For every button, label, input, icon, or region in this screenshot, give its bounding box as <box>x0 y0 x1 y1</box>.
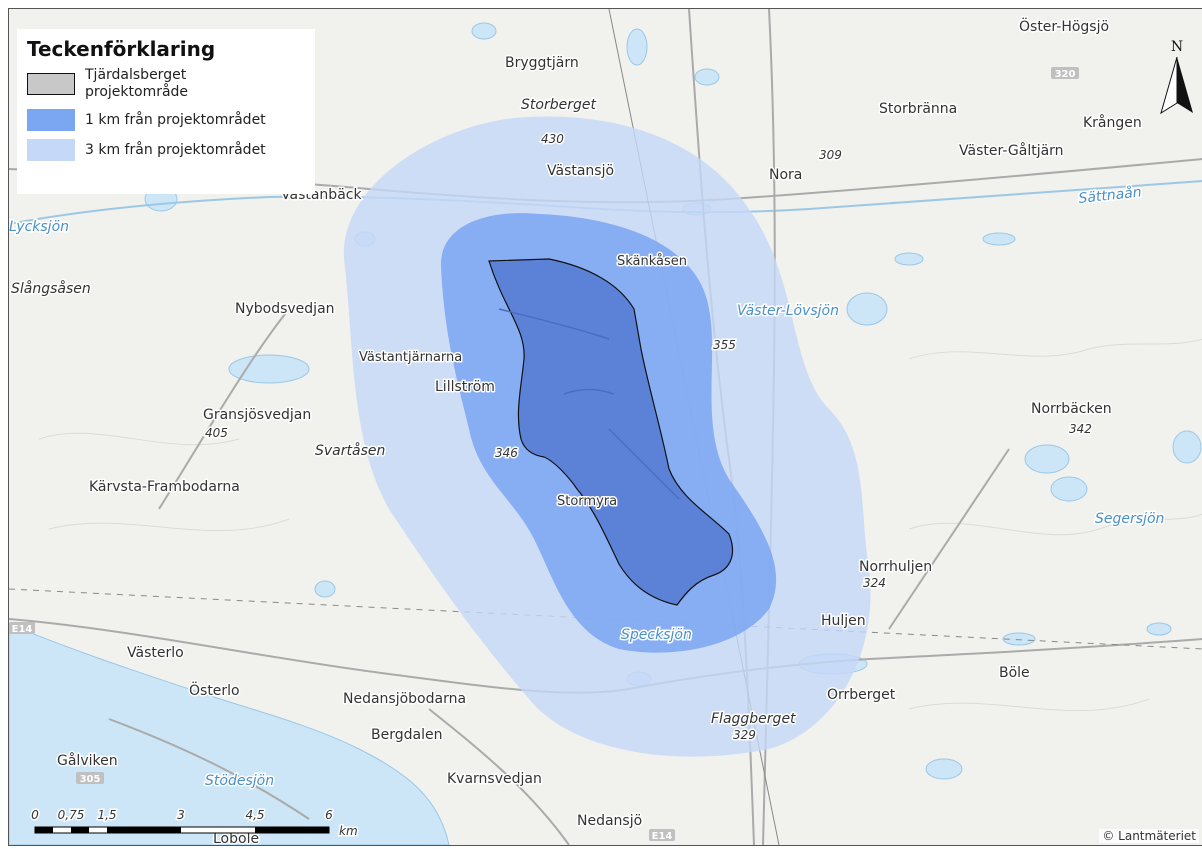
place-gransjosvedjan: Gransjösvedjan <box>203 407 311 423</box>
water-stodesjon: Stödesjön <box>205 773 274 789</box>
svg-text:309: 309 <box>819 148 842 162</box>
legend-swatch-3km <box>27 139 75 161</box>
legend-label-1km: 1 km från projektområdet <box>85 111 266 128</box>
legend-item-3km: 3 km från projektområdet <box>27 139 305 161</box>
place-karvsta: Kärvsta-Frambodarna <box>89 479 240 495</box>
place-bryggtjarn: Bryggtjärn <box>505 55 579 71</box>
place-osterlo: Österlo <box>189 681 240 699</box>
svg-text:4,5: 4,5 <box>245 808 264 822</box>
attribution: © Lantmäteriet <box>1099 829 1199 843</box>
project-area <box>488 258 734 606</box>
place-galviken: Gålviken <box>57 752 118 769</box>
place-slangsasen: Slångsåsen <box>11 280 91 297</box>
place-nora: Nora <box>769 167 802 183</box>
place-labels: Öster-Högsjö Bryggtjärn Storberget Storb… <box>10 16 1144 846</box>
legend-swatch-project-area <box>27 73 75 95</box>
place-nybodsvedjan: Nybodsvedjan <box>235 301 335 317</box>
water-segersjon: Segersjön <box>1095 511 1164 527</box>
place-vastantjarnarna: Västantjärnarna <box>359 350 462 365</box>
svg-text:405: 405 <box>205 426 228 440</box>
svg-text:329: 329 <box>733 728 756 742</box>
map-canvas[interactable]: 320 E14 E14 305 Öster-Högsjö Bryggtjärn … <box>9 9 1202 845</box>
place-norrhuljen: Norrhuljen <box>859 559 932 575</box>
place-krangen: Krången <box>1083 114 1142 131</box>
svg-text:430: 430 <box>541 132 564 146</box>
elevation-labels: 430 309 355 405 346 342 324 329 <box>204 131 1094 744</box>
legend: Teckenförklaring Tjärdalsberget projekto… <box>17 29 315 194</box>
place-oster-hogsjo: Öster-Högsjö <box>1019 17 1109 35</box>
place-orrberget: Orrberget <box>827 687 896 703</box>
place-huljen: Huljen <box>821 613 866 629</box>
place-bergdalen: Bergdalen <box>371 727 442 743</box>
place-skankasen: Skänkåsen <box>617 254 687 269</box>
legend-swatch-1km <box>27 109 75 131</box>
place-vasterlo: Västerlo <box>127 645 184 661</box>
place-nedansjo: Nedansjö <box>577 813 642 829</box>
lake-stodesjon <box>9 623 450 845</box>
water-specksjon: Specksjön <box>621 627 692 643</box>
legend-item-1km: 1 km från projektområdet <box>27 109 305 131</box>
legend-label-project-line2: projektområde <box>85 84 189 100</box>
place-vastansjo: Västansjö <box>547 163 614 179</box>
svg-text:320: 320 <box>1055 69 1076 80</box>
svg-text:N: N <box>1171 39 1183 55</box>
svg-text:355: 355 <box>713 338 736 352</box>
legend-item-project-area: Tjärdalsberget projektområde <box>27 67 305 101</box>
water-vaster-lovsjon: Väster-Lövsjön <box>737 303 839 319</box>
map-frame: 320 E14 E14 305 Öster-Högsjö Bryggtjärn … <box>8 8 1202 846</box>
place-storberget: Storberget <box>521 97 596 113</box>
place-kvarnsvedjan: Kvarnsvedjan <box>447 771 542 787</box>
place-bole: Böle <box>999 665 1030 681</box>
svg-text:305: 305 <box>80 774 101 785</box>
svg-text:346: 346 <box>495 446 518 460</box>
svg-text:3: 3 <box>177 808 185 822</box>
scale-bar: 0 0,75 1,5 3 4,5 6 km <box>30 807 359 840</box>
road-shields: 320 E14 E14 305 <box>9 67 1079 842</box>
place-nedansjobodarna: Nedansjöbodarna <box>343 691 466 707</box>
water-lycksjon: Lycksjön <box>9 219 69 235</box>
legend-title: Teckenförklaring <box>27 37 216 61</box>
legend-label-3km: 3 km från projektområdet <box>85 141 266 158</box>
place-stormyra: Stormyra <box>557 494 617 509</box>
svg-text:km: km <box>339 824 358 838</box>
place-norrbacken: Norrbäcken <box>1031 401 1112 417</box>
svg-text:0,75: 0,75 <box>58 808 85 822</box>
svg-text:0: 0 <box>31 808 39 822</box>
svg-text:1,5: 1,5 <box>97 808 116 822</box>
place-vaster-galtjarn: Väster-Gåltjärn <box>959 142 1064 159</box>
svg-text:E14: E14 <box>12 624 33 635</box>
north-arrow-icon: N <box>1160 39 1193 115</box>
streams <box>498 308 680 500</box>
place-flaggberget: Flaggberget <box>711 711 796 727</box>
water-labels: Lycksjön Sättnaån Väster-Lövsjön Segersj… <box>9 182 1166 791</box>
svg-text:E14: E14 <box>652 831 673 842</box>
place-svartasen: Svartåsen <box>315 442 385 459</box>
svg-text:324: 324 <box>863 576 886 590</box>
svg-text:342: 342 <box>1069 422 1092 436</box>
place-storbranna: Storbränna <box>879 101 957 117</box>
legend-label-project-line1: Tjärdalsberget <box>85 67 187 83</box>
svg-text:6: 6 <box>325 808 333 822</box>
place-lillstrom: Lillström <box>435 379 495 395</box>
